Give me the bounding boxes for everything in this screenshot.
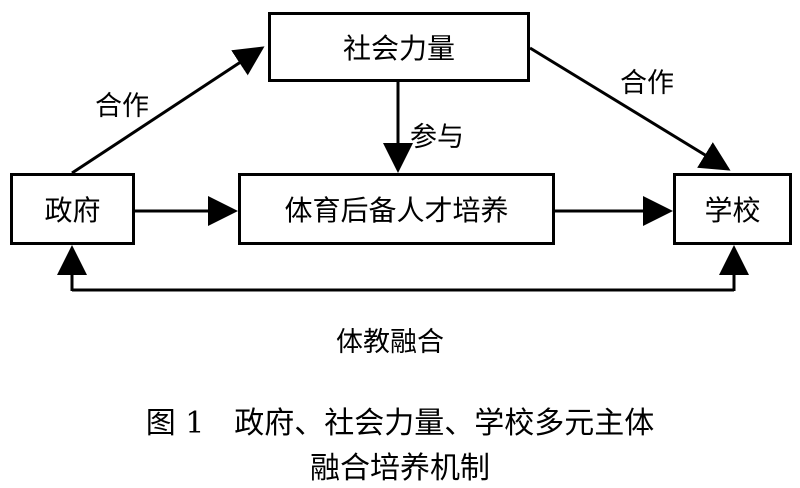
node-government-label: 政府 bbox=[44, 194, 101, 227]
edge-label-gov-school: 体教融合 bbox=[336, 327, 444, 358]
node-social-force: 社会力量 bbox=[268, 12, 530, 82]
arrow-gov-to-social bbox=[71, 46, 265, 175]
arrow-social-to-school bbox=[529, 46, 731, 171]
edge-label-social-school: 合作 bbox=[620, 68, 674, 99]
figure-caption-line-2: 融合培养机制 bbox=[310, 451, 490, 486]
node-training-label: 体育后备人才培养 bbox=[284, 194, 509, 227]
edge-label-social-training: 参与 bbox=[410, 122, 464, 153]
node-social-force-label: 社会力量 bbox=[342, 32, 455, 65]
edge-label-gov-social: 合作 bbox=[95, 91, 149, 122]
node-government: 政府 bbox=[10, 173, 135, 245]
node-school-label: 学校 bbox=[704, 194, 761, 227]
node-training: 体育后备人才培养 bbox=[238, 173, 555, 245]
figure-caption-line-1: 图 1 政府、社会力量、学校多元主体 bbox=[145, 406, 655, 441]
node-school: 学校 bbox=[673, 173, 792, 245]
